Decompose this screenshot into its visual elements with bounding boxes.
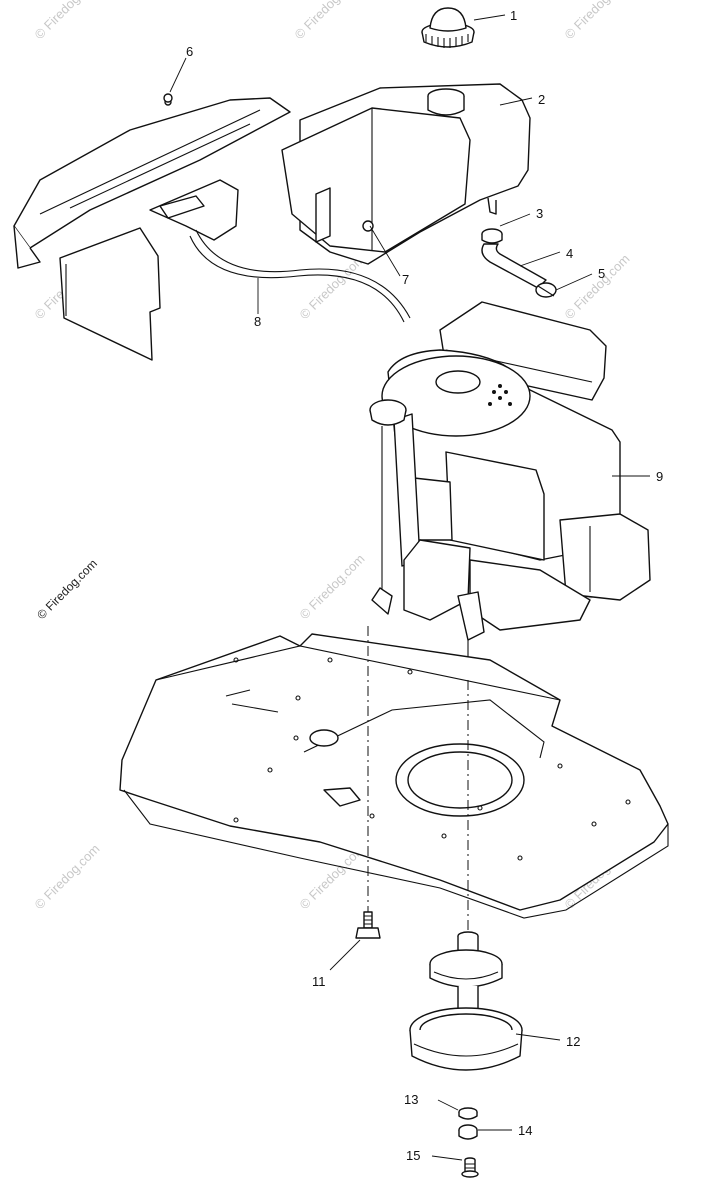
alignment-centerlines	[367, 626, 469, 940]
engine-vent-holes	[488, 384, 512, 406]
callout-11: 11	[312, 974, 326, 989]
watermark: © Firedog.com	[297, 251, 368, 322]
fuel-tank	[281, 83, 531, 265]
callout-2: 2	[538, 92, 545, 107]
callout-3: 3	[536, 206, 543, 221]
watermark: © Firedog.com	[297, 551, 368, 622]
watermark-dark: © Firedog.com	[34, 556, 100, 622]
watermark: © Firedog.com	[562, 0, 633, 42]
callout-1: 1	[510, 8, 517, 23]
engine-bolt	[355, 911, 381, 939]
callout-13: 14	[518, 1123, 532, 1138]
deck-mounting-holes	[233, 657, 631, 861]
mounting-deck	[119, 633, 669, 919]
watermark: © Firedog.com	[562, 251, 633, 322]
screw	[163, 93, 173, 103]
callout-6: 6	[186, 44, 193, 59]
pulley-hardware	[458, 1107, 479, 1178]
fuel-line-assembly	[481, 228, 557, 298]
callout-12: 12	[566, 1034, 580, 1049]
fuel-cap	[421, 7, 475, 48]
pulley	[409, 931, 523, 1071]
callout-7: 7	[402, 272, 409, 287]
watermark: © Firedog.com	[292, 0, 363, 42]
leader-lines	[169, 14, 650, 1161]
callout-8: 8	[254, 314, 261, 329]
callout-5: 5	[598, 266, 605, 281]
callout-9: 9	[656, 469, 663, 484]
callout-labels: 1 2 3 4 5 6 7 8 9 11 12 14 15 13	[186, 8, 663, 1163]
engine	[369, 301, 651, 679]
dash-panel	[13, 97, 411, 361]
watermark: © Firedog.com	[32, 0, 103, 42]
callout-4: 4	[566, 246, 573, 261]
callout-15: 13	[404, 1092, 418, 1107]
watermark: © Firedog.com	[32, 841, 103, 912]
callout-14: 15	[406, 1148, 420, 1163]
